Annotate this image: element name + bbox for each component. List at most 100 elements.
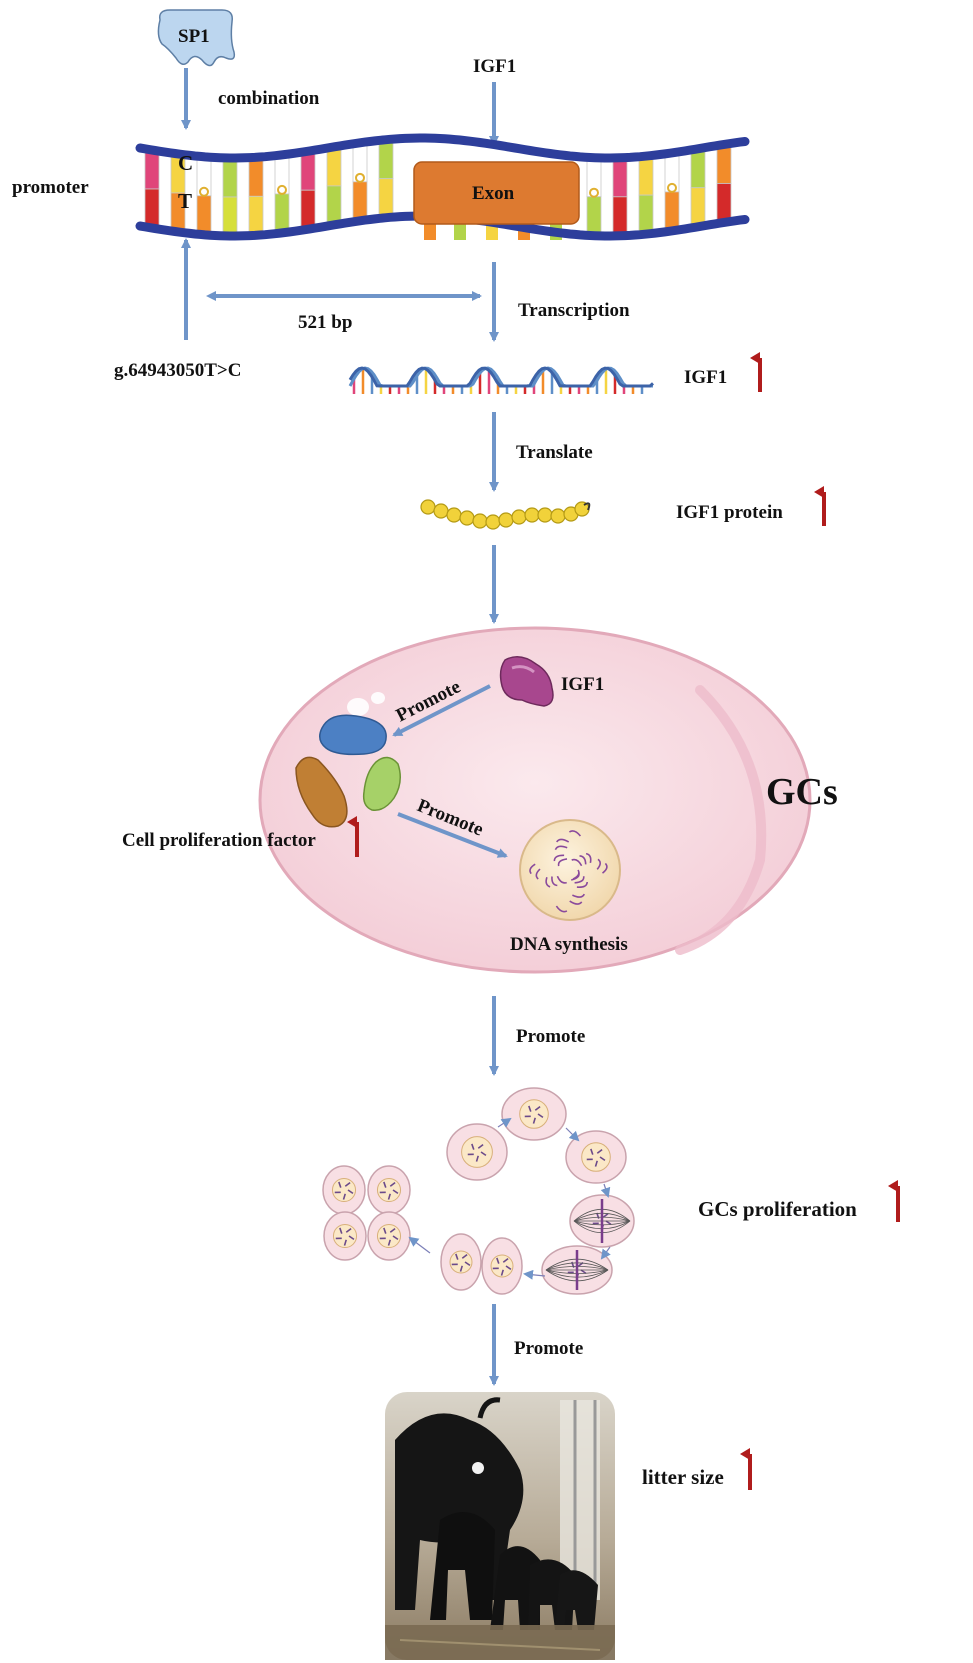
cell-proliferation-factor-label: Cell proliferation factor [122,830,316,851]
cycle-cell [481,1237,523,1295]
cell-highlight [347,698,369,716]
exon-label: Exon [472,183,515,204]
chromatin-strand [555,905,568,913]
dna-base-pair [664,191,680,232]
chromosome [389,1181,396,1187]
dna-base-pair [222,157,238,198]
amino-acid [537,507,553,523]
amino-acid [433,503,449,519]
chromosome [505,1265,512,1271]
chromosome [389,1227,396,1233]
chromosome [502,1257,509,1263]
amino-acid [446,507,462,523]
dna-base-pair [248,156,264,197]
chromatin-strand [554,845,568,851]
cell-highlight [371,692,385,704]
chromosome [528,1105,532,1112]
translate-label: Translate [516,442,593,463]
daughter-cell [322,1165,366,1215]
promoter-label: promoter [12,177,89,198]
chromatin-strand [571,871,580,881]
cell-nucleus [331,1177,357,1203]
cycle-step-arrow [565,1127,580,1142]
cell-nucleus [461,1136,493,1168]
chromosome [602,1212,609,1218]
cell-nucleus [449,1250,473,1274]
chromosome [596,1148,603,1154]
cell-shading [675,685,767,955]
daughter-cell [367,1165,411,1215]
chromatin-strand [535,868,541,880]
dna-base-pair [586,196,602,237]
cell-nucleus [490,1254,514,1278]
chromatin-strand [551,876,558,887]
cycle-cell [501,1087,567,1141]
igf1-gene-label: IGF1 [473,56,516,77]
gcs-proliferation-label: GCs proliferation [698,1197,857,1221]
dna-base-pair [300,150,316,191]
chromosome [477,1143,484,1149]
dna-base-pair [248,195,264,236]
chromosome [496,1257,500,1264]
combination-label: combination [218,88,320,109]
dna-base-pair [690,148,706,189]
exon-box [413,161,580,225]
goat-litter-photo [385,1392,615,1660]
dna-base-pair [352,181,368,222]
dna-base-pair [274,154,290,195]
dna-base-pair [638,194,654,235]
cell-cycle-icon [322,1087,635,1295]
sp1-protein-icon [157,9,236,67]
promote-arrow-2 [397,812,508,858]
distance-label: 521 bp [298,312,352,333]
dna-base-pair [378,139,394,180]
chromosome [345,1227,352,1233]
amino-acid [511,509,527,525]
chromatin-strand [556,838,570,843]
dna-base-marker [589,187,599,198]
dna-base-pair [424,224,436,240]
cycle-step-arrow [523,1269,546,1280]
cell-nucleus [332,1223,358,1249]
dna-backbone-top [135,133,750,163]
chromatin-strand [545,876,551,888]
promote-label-3: Promote [516,1026,585,1047]
nucleus-chromatin-icon [519,819,621,921]
chromosome [461,1253,468,1259]
chromosome [343,1239,347,1246]
amino-acid [498,512,514,528]
chromatin-strand [579,855,587,865]
dna-base-pairs [144,139,732,240]
chromosome [471,1143,475,1150]
chromatin-strand [529,863,536,875]
chromosome [348,1235,355,1241]
amino-acid [485,514,501,530]
dna-base-pair [144,188,160,229]
chromosome [344,1181,351,1187]
cell-nucleus [519,1099,549,1129]
chromosome [534,1105,541,1111]
dna-base-pair [612,157,628,198]
dna-synthesis-label: DNA synthesis [510,934,628,955]
chromosome [342,1193,346,1200]
chromosome [392,1189,399,1195]
amino-acid [459,510,475,526]
cell-nucleus [376,1223,402,1249]
cycle-step-arrow [600,1183,611,1198]
cell-membrane [258,626,812,974]
dna-base-pair [144,149,160,190]
amino-acid [550,508,566,524]
snp-label: g.64943050T>C [114,360,241,381]
amino-acid [420,499,436,515]
cell-nucleus [376,1177,402,1203]
chromatin-strand [553,854,565,862]
chromatin-strand [568,830,582,837]
proliferation-factor-orange-icon [295,756,348,828]
cycle-cell [440,1233,482,1291]
dna-base-marker [667,182,677,193]
chromosome [383,1181,387,1188]
base-c-label: C [178,151,193,175]
dna-base-pair [690,187,706,228]
gcs-label: GCs [766,771,838,813]
chromosome [339,1227,343,1234]
